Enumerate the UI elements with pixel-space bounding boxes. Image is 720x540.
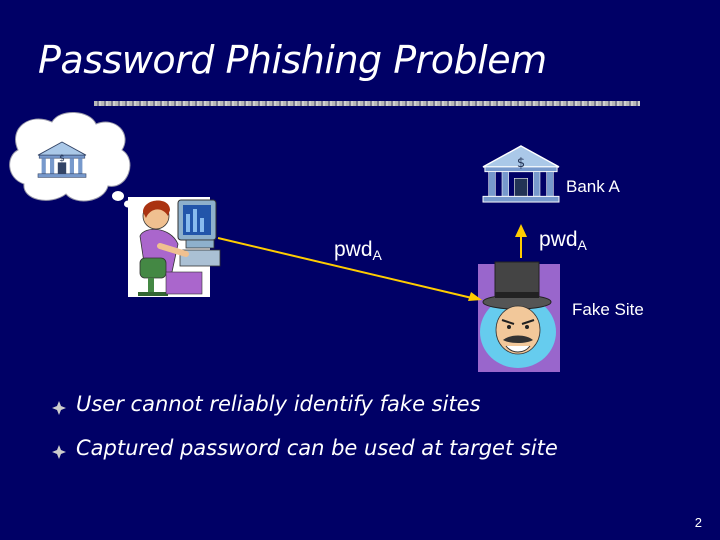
fake-to-bank-arrowhead	[515, 224, 527, 237]
page-number: 2	[694, 515, 702, 530]
user-computer-icon	[128, 197, 221, 297]
pwd-label-fake-to-bank: pwdA	[539, 228, 587, 253]
bank-icon	[482, 145, 560, 203]
bullet-icon	[52, 401, 66, 415]
bank-sign-small: $	[59, 154, 65, 164]
pwd-label-text: pwd	[334, 238, 373, 261]
pwd-label-user-to-fake: pwdA	[334, 238, 382, 263]
thought-cloud	[9, 112, 139, 212]
bank-label: Bank A	[566, 177, 620, 196]
user-to-fake-arrowhead	[468, 292, 482, 301]
pwd-label-subscript: A	[577, 237, 587, 253]
bullet-text: User cannot reliably identify fake sites	[76, 392, 481, 416]
bullet-icon	[52, 445, 66, 459]
title-divider	[94, 101, 640, 106]
pwd-label-text: pwd	[539, 228, 578, 251]
bullet-text: Captured password can be used at target …	[76, 436, 558, 460]
bank-sign: $	[517, 156, 525, 171]
user-to-fake-arrow-line	[217, 237, 473, 299]
slide-title: Password Phishing Problem	[38, 38, 547, 82]
fake-site-icon	[478, 261, 560, 372]
pwd-label-subscript: A	[372, 247, 382, 263]
fake-site-label: Fake Site	[572, 300, 644, 319]
bank-icon-small	[37, 141, 87, 178]
